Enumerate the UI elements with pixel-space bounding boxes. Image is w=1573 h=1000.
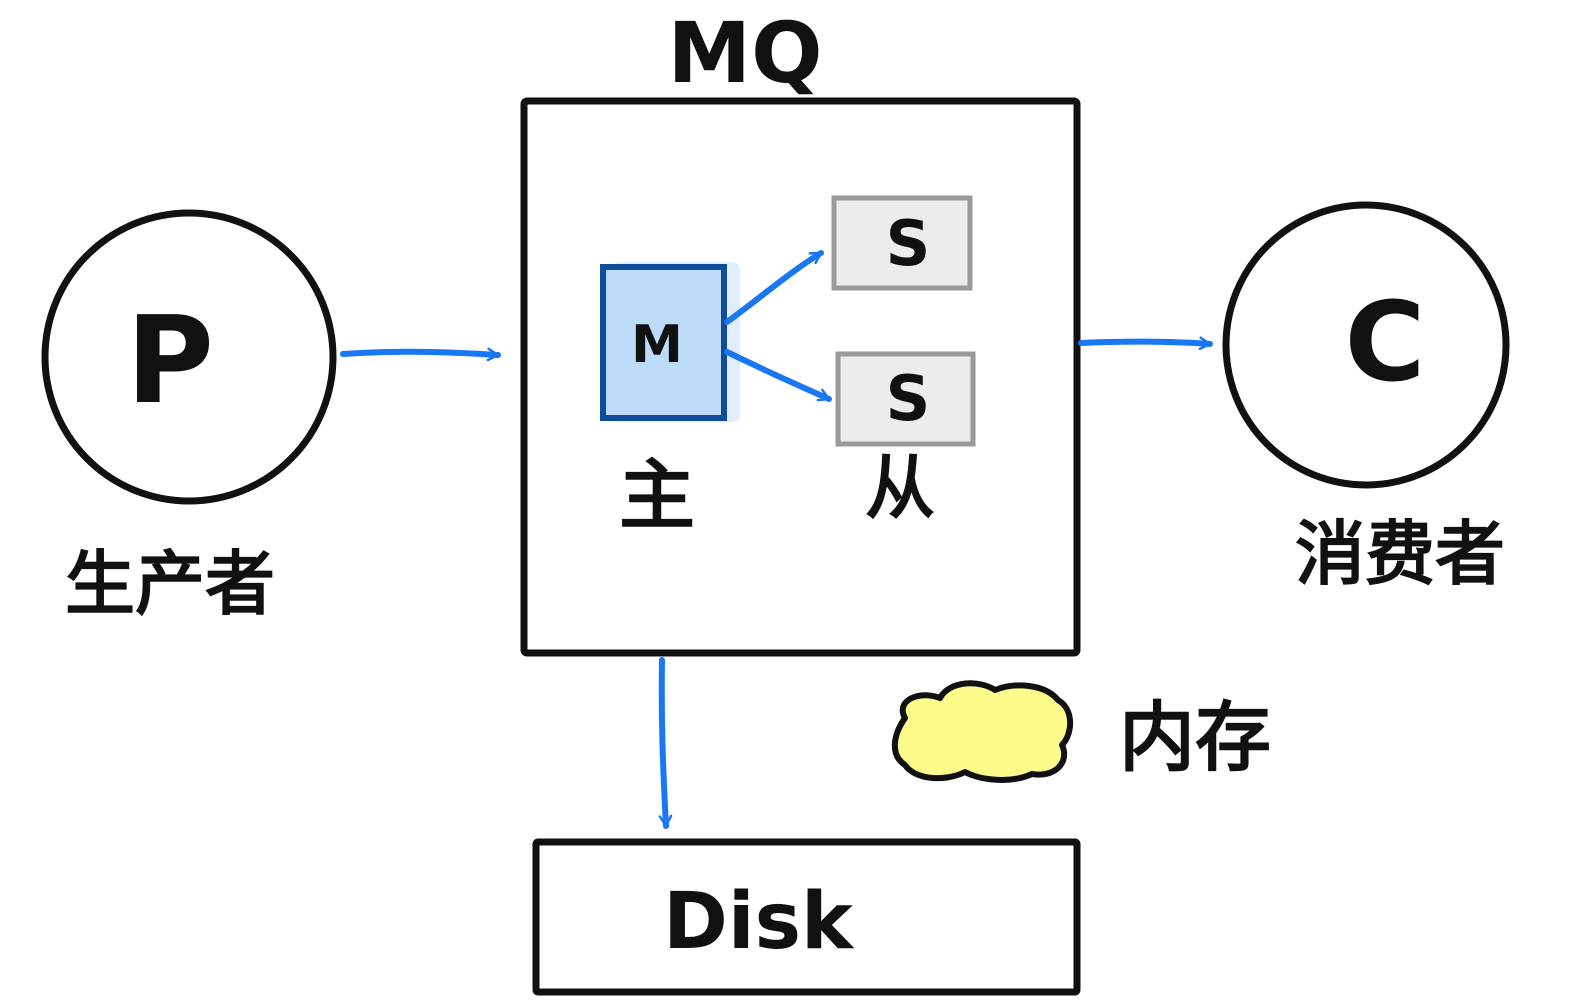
master-to-slave-bottom-arrow [724,349,832,402]
consumer-node: C [1222,201,1510,489]
producer-letter: P [126,292,214,431]
producer-caption: 生产者 [65,543,275,625]
master-letter: M [631,315,683,375]
consumer-circle [1222,201,1510,489]
mq-to-disk-arrow [658,657,673,829]
slave-node-top [831,195,973,291]
mq-title: MQ [668,4,823,102]
slave-letter-top: S [886,207,931,280]
disk-label: Disk [663,877,855,967]
slave-caption: 从 [865,447,935,529]
slave-letter-bottom: S [886,362,931,435]
producer-circle [41,209,337,505]
consumer-caption: 消费者 [1295,513,1505,595]
disk-box [532,838,1081,996]
memory-label: 内存 [1119,693,1271,782]
producer-node: P [41,209,337,505]
master-caption: 主 [619,451,695,540]
master-to-slave-top-arrow [724,250,824,325]
consumer-letter: C [1345,278,1426,406]
slave-node-bottom [835,351,976,447]
memory-cloud [891,680,1074,783]
producer-to-mq-arrow [340,347,501,362]
master-node [600,264,727,421]
mq-to-consumer-arrow [1078,336,1213,351]
